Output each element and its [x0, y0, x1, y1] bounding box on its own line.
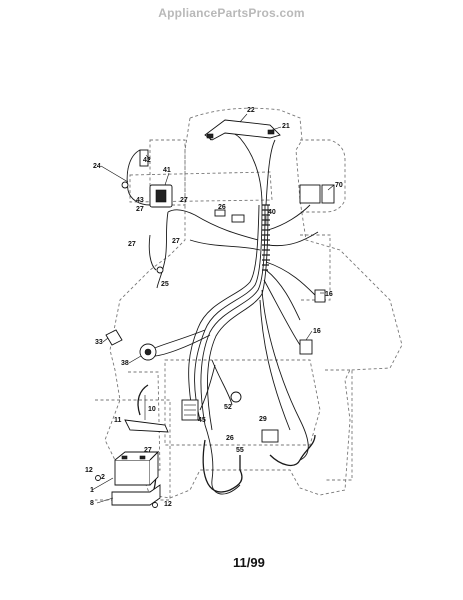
callout-label: 41 — [163, 167, 171, 174]
callout-label: 12 — [164, 501, 172, 508]
watermark-text: AppliancePartsPros.com — [158, 6, 305, 20]
callout-label: 40 — [268, 209, 276, 216]
callout-label: 26 — [226, 435, 234, 442]
callout-label: 10 — [148, 406, 156, 413]
callout-label: 16 — [313, 328, 321, 335]
components — [95, 119, 335, 508]
callout-label: 12 — [85, 467, 93, 474]
callout-label: 8 — [90, 500, 94, 507]
callout-label: 38 — [121, 360, 129, 367]
callout-label: 29 — [259, 416, 267, 423]
callout-label: 55 — [236, 447, 244, 454]
callout-label: 11 — [114, 417, 122, 424]
callout-labels: 22 21 24 42 41 70 43 27 27 26 40 27 27 2… — [85, 107, 343, 508]
callout-label: 70 — [335, 182, 343, 189]
callout-label: 33 — [95, 339, 103, 346]
callout-label: 45 — [198, 417, 206, 424]
callout-label: 27 — [144, 447, 152, 454]
callout-label: 2 — [101, 474, 105, 481]
callout-label: 21 — [282, 123, 290, 130]
callout-label: 27 — [128, 241, 136, 248]
callout-label: 16 — [325, 291, 333, 298]
callout-label: 52 — [224, 404, 232, 411]
callout-label: 1 — [90, 487, 94, 494]
callout-label: 24 — [93, 163, 101, 170]
callout-label: 27 — [136, 206, 144, 213]
diagram-code: 11/99 — [233, 555, 265, 570]
tractor-outline — [95, 107, 403, 501]
leader-lines — [91, 113, 335, 504]
callout-label: 25 — [161, 281, 169, 288]
callout-label: 22 — [247, 107, 255, 114]
callout-label: 42 — [143, 157, 151, 164]
callout-label: 43 — [136, 197, 144, 204]
callout-label: 26 — [218, 204, 226, 211]
callout-label: 27 — [172, 238, 180, 245]
callout-label: 27 — [180, 197, 188, 204]
wire-harness — [126, 131, 319, 501]
